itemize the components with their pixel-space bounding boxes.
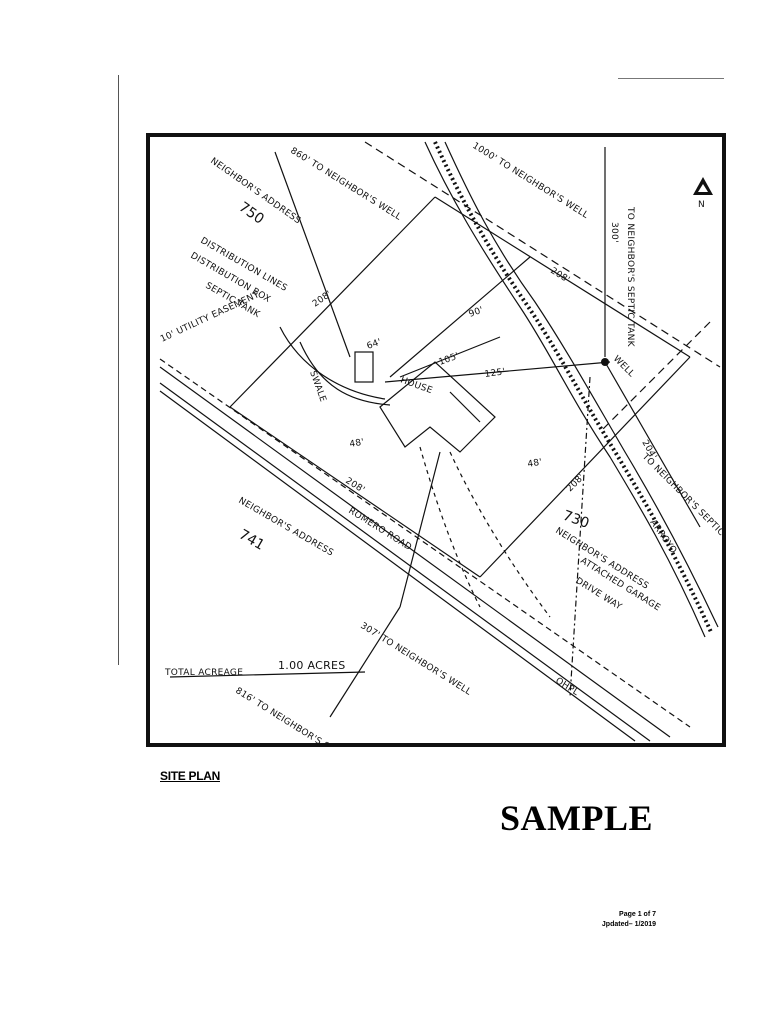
driveway-line xyxy=(449,451,551,618)
acreage-value: 1.00 ACRES xyxy=(278,659,346,672)
property-line-north xyxy=(434,196,691,358)
well-307-label: 307' TO NEIGHBOR'S WELL xyxy=(358,621,472,698)
neighbor-address-right: NEIGHBOR'S ADDRESS xyxy=(553,526,650,592)
swale-label: SWALE xyxy=(307,370,328,404)
updated-date: Jpdated– 1/2019 xyxy=(601,921,656,928)
road-edge-line xyxy=(159,390,636,742)
dim-64-label: 64' xyxy=(366,337,383,351)
dim-125-label: 125' xyxy=(484,367,506,380)
arroyo-hatch xyxy=(433,141,713,633)
dimension-line-816 xyxy=(329,606,401,718)
north-label: N xyxy=(698,200,705,210)
property-line-south xyxy=(229,406,481,578)
header-rule xyxy=(618,78,724,79)
easement-line xyxy=(159,358,691,728)
arroyo-edge xyxy=(444,141,719,628)
neighbor-line xyxy=(364,141,721,368)
dim-48-right: 48' xyxy=(527,458,543,470)
ohpl-label: OHPL xyxy=(553,676,580,698)
driveway-line xyxy=(419,446,481,608)
sample-watermark: SAMPLE xyxy=(500,798,654,838)
well-1000-label: 1000' TO NEIGHBOR'S WELL xyxy=(470,141,590,221)
dimension-line-204 xyxy=(604,361,701,528)
dimension-line-125 xyxy=(384,361,611,383)
neighbor-number-top: 750 xyxy=(236,199,267,227)
septic-right-label: TO NEIGHBOR'S SEPTIC TANK xyxy=(639,451,722,558)
neighbor-number-left: 741 xyxy=(236,527,267,554)
ohpl-line xyxy=(569,376,591,698)
utility-easement-label: 10' UTILITY EASEMENT xyxy=(159,290,261,345)
page-number: Page 1 of 7 xyxy=(619,911,656,918)
page-footer: Page 1 of 7 Jpdated– 1/2019 xyxy=(560,910,656,930)
road-label: ROMERO ROAD xyxy=(346,506,413,553)
neighbor-line-east xyxy=(599,321,711,433)
septic-816-label: 816' TO NEIGHBOR'S SEPTIC TANK xyxy=(233,686,378,743)
neighbor-number-right: 730 xyxy=(561,508,592,532)
garage-divider xyxy=(449,391,481,423)
arroyo-edge xyxy=(424,141,706,638)
dimension-line-860 xyxy=(274,151,351,358)
dim-90-label: 90' xyxy=(468,305,485,319)
distribution-line xyxy=(279,326,386,400)
dim-300-label: 300' xyxy=(609,222,619,243)
well-860-label: 860' TO NEIGHBOR'S WELL xyxy=(288,146,402,223)
well-label: WELL xyxy=(611,354,636,379)
septic-top-label: TO NEIGHBOR'S SEPTIC TANK xyxy=(625,206,635,348)
property-line-west xyxy=(229,196,436,408)
septic-tank-symbol xyxy=(354,351,374,383)
site-plan-caption: SITE PLAN xyxy=(160,769,220,783)
margin-line xyxy=(118,75,119,665)
dimension-line-90 xyxy=(389,256,531,378)
dim-208-right: 208' xyxy=(548,266,571,286)
dimension-line-105 xyxy=(399,336,501,378)
house-outline xyxy=(379,361,496,453)
site-plan-svg: N NEIGHBOR'S ADDRESS 750 860' TO NEIGHBO… xyxy=(159,141,722,743)
dim-208-road: 208' xyxy=(343,476,366,496)
dim-208-top: 208' xyxy=(311,289,334,309)
road-edge-line xyxy=(159,366,671,738)
acreage-underline xyxy=(169,671,366,678)
well-symbol xyxy=(601,358,609,366)
dimension-line-307 xyxy=(399,451,441,608)
distribution-line xyxy=(299,341,391,406)
total-acreage-label: TOTAL ACREAGE xyxy=(164,668,243,678)
road-edge-line xyxy=(159,382,651,742)
property-line-east xyxy=(479,356,691,578)
site-plan-drawing: N NEIGHBOR'S ADDRESS 750 860' TO NEIGHBO… xyxy=(146,133,726,747)
dim-48-left: 48' xyxy=(349,438,365,450)
dim-105-label: 105' xyxy=(438,351,461,368)
